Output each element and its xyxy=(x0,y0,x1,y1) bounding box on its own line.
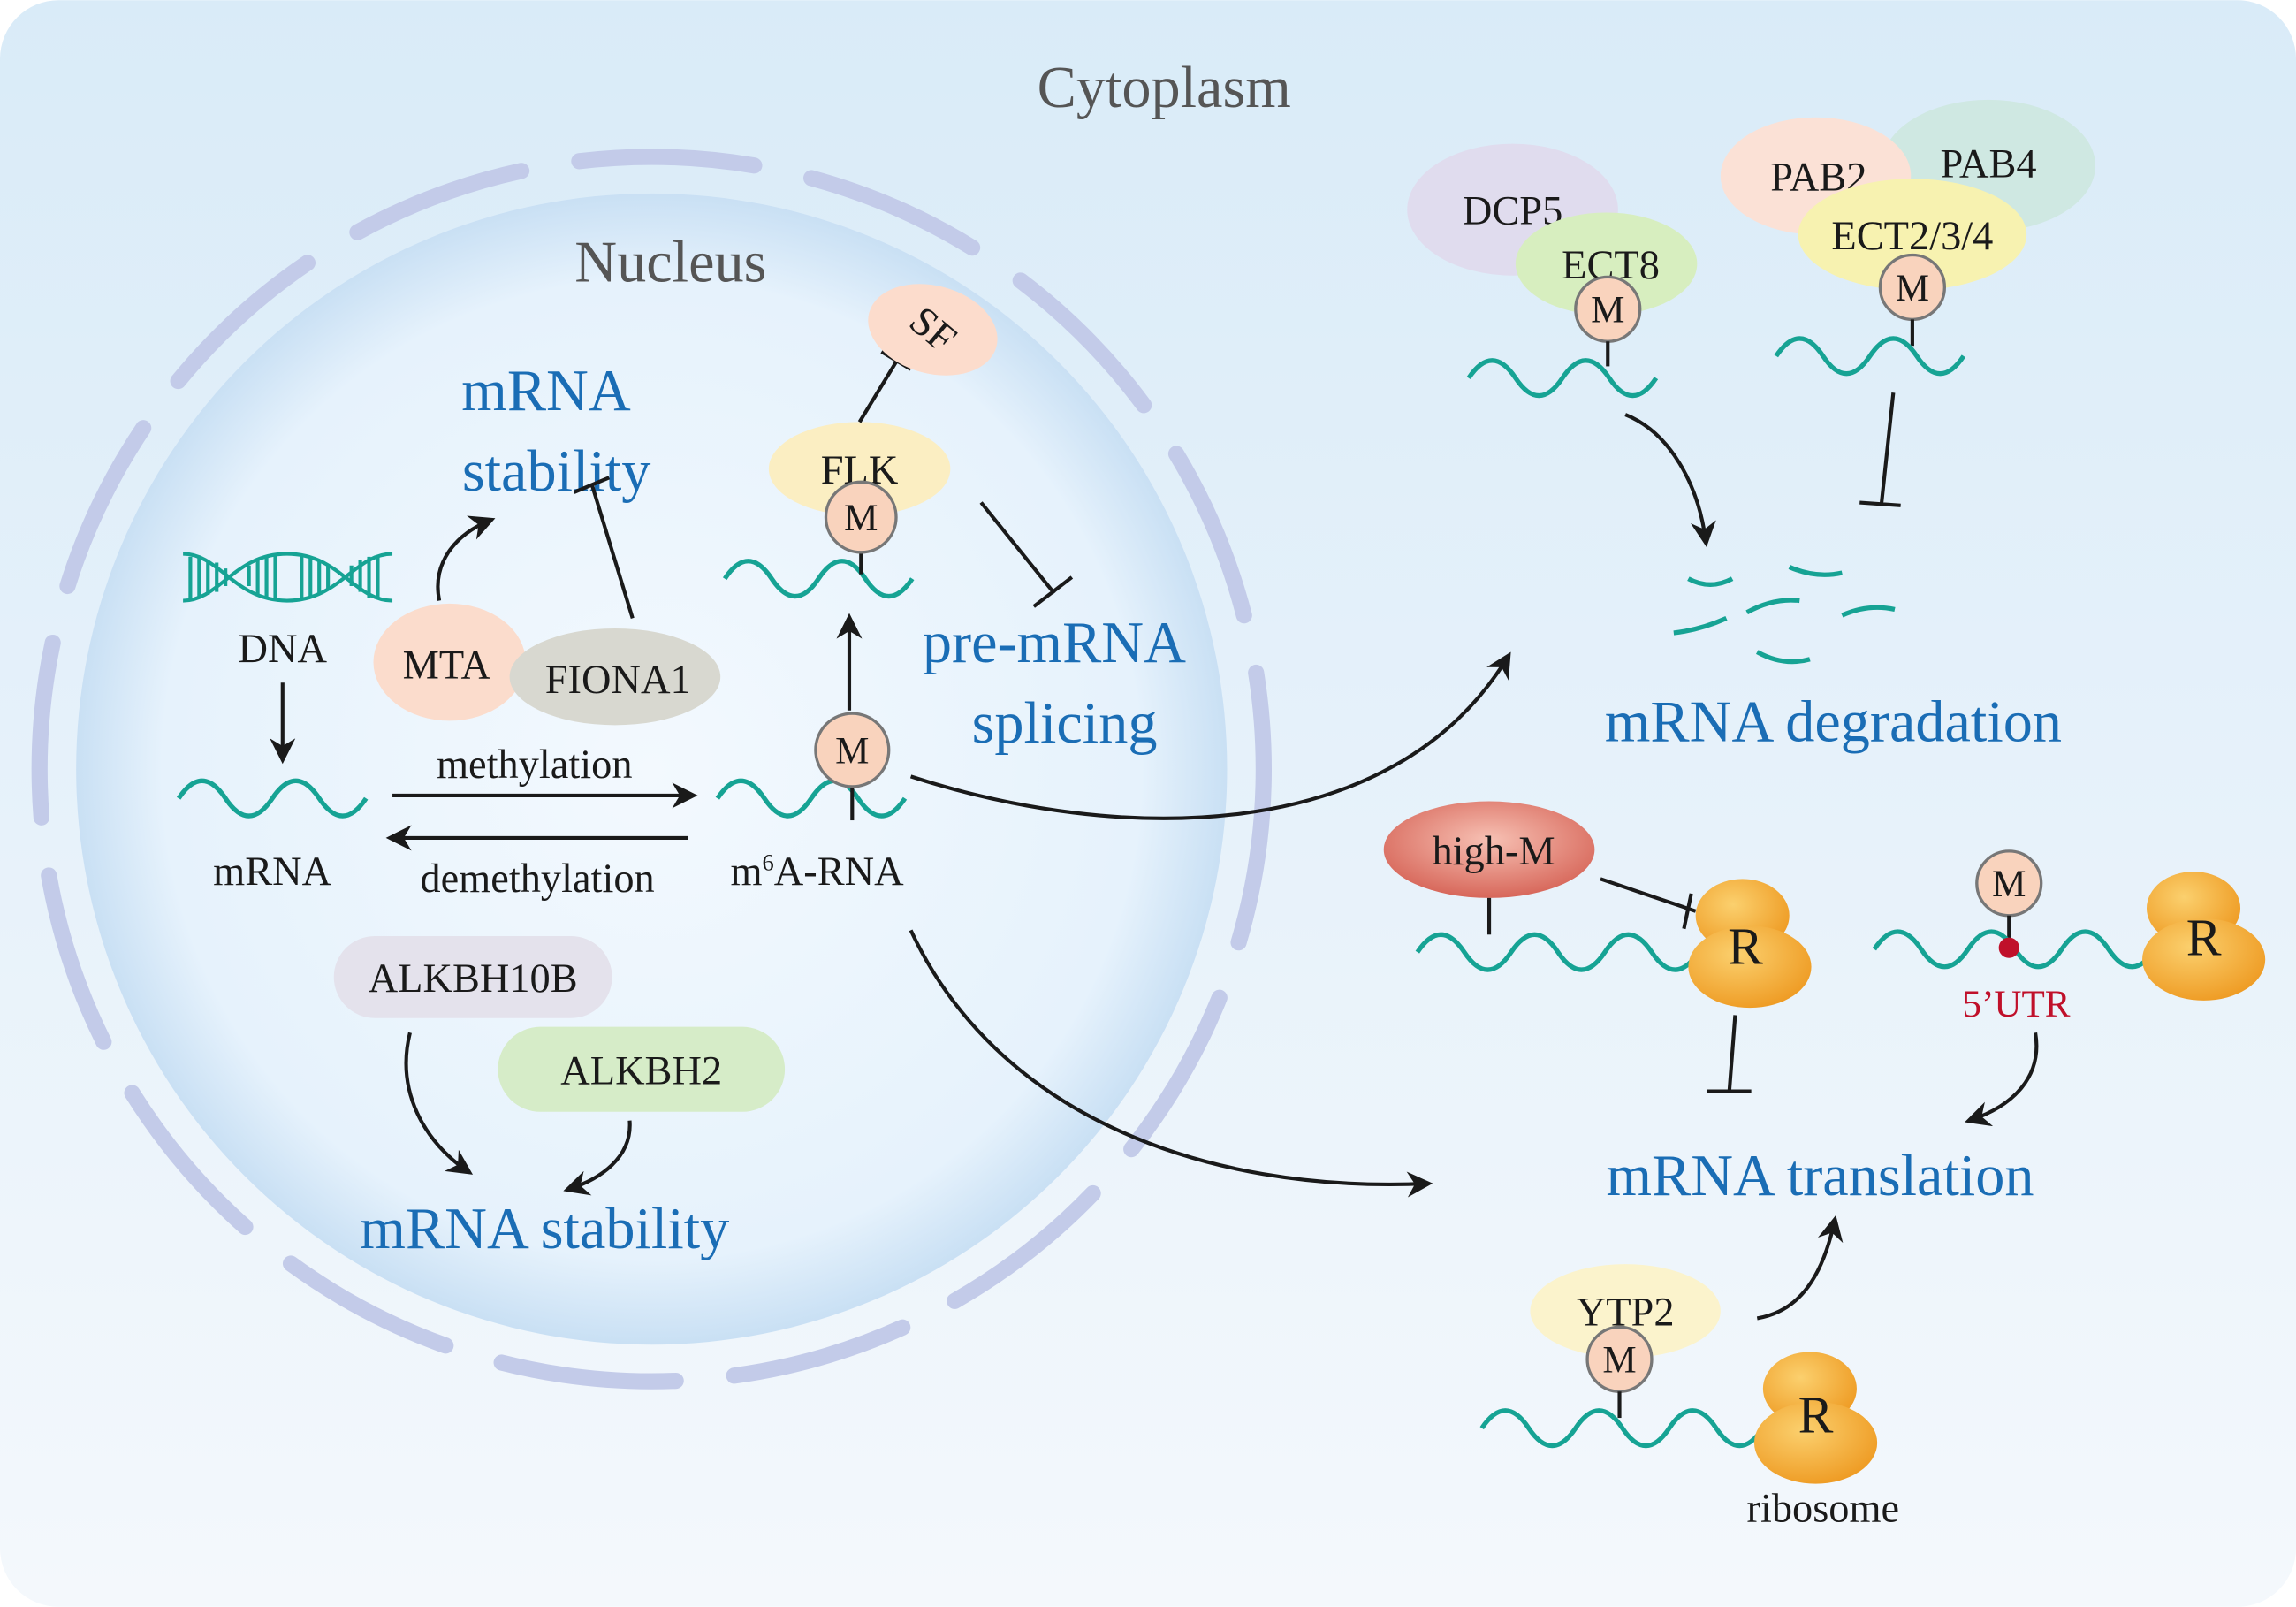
ect234-protein xyxy=(1798,179,2027,291)
high-m-label: high-M xyxy=(1432,829,1555,874)
mrna-stability-top-line1: mRNA xyxy=(461,359,631,423)
high-m-inhibits-ribosome xyxy=(1600,877,1697,930)
ribosome-letter: R xyxy=(1798,1386,1834,1444)
high-m-badge xyxy=(1383,801,1595,898)
to-translation-arrow xyxy=(909,929,1433,1198)
ribosome-inhibit-translation xyxy=(1707,1015,1752,1093)
ytp2-protein xyxy=(1530,1264,1721,1359)
pre-mrna-splicing-line2: splicing xyxy=(972,691,1158,756)
dna-helix-icon xyxy=(183,552,393,603)
nucleus-label: Nucleus xyxy=(574,230,766,294)
demethylation-label: demethylation xyxy=(420,857,654,902)
alkbh10b-arrow xyxy=(404,1032,474,1175)
nuclear-envelope xyxy=(31,149,1273,1390)
flk-rna-wave xyxy=(722,559,915,599)
flk-inhibits-splicing xyxy=(979,501,1074,608)
utr-label: 5’UTR xyxy=(1963,984,2071,1025)
degraded-rna-fragments xyxy=(1673,564,1896,665)
mrna-degradation-label: mRNA degradation xyxy=(1605,690,2062,755)
high-m-rna-wave xyxy=(1415,932,1701,972)
mta-label: MTA xyxy=(403,643,491,688)
ribosome-letter: R xyxy=(1728,917,1763,975)
alkbh10b-label: ALKBH10B xyxy=(369,956,578,1002)
alkbh2-arrow xyxy=(563,1120,632,1196)
ect234-label: ECT2/3/4 xyxy=(1831,214,1993,259)
ect8-mark-label: M xyxy=(1591,290,1624,331)
mrna-stability-bottom: mRNA stability xyxy=(360,1197,729,1261)
ect8-protein xyxy=(1515,212,1698,316)
mta-protein xyxy=(373,603,526,721)
ribosome-letter: R xyxy=(2186,908,2222,966)
mrna-label: mRNA xyxy=(213,849,331,895)
ect234-rna-wave xyxy=(1774,336,1966,377)
flk-protein xyxy=(768,422,951,516)
pre-mrna-splicing-line1: pre-mRNA xyxy=(923,611,1186,675)
m6a-mark xyxy=(814,712,891,788)
mta-promotes-stability-arrow xyxy=(436,515,496,601)
sf-protein xyxy=(868,284,998,376)
to-degradation-arrow xyxy=(909,651,1511,820)
m6a-rna-wave xyxy=(715,778,908,819)
ribosome-icon: R xyxy=(1688,879,1812,1009)
ribosome-icon: R xyxy=(2142,872,2266,1001)
utr-promotes-translation-arrow xyxy=(1965,1032,2039,1127)
m6a-rna-label: m6A-RNA xyxy=(730,849,904,895)
ytp2-mark-label: M xyxy=(1602,1340,1636,1382)
methylation-label: methylation xyxy=(437,743,633,788)
m6a-mark-label: M xyxy=(835,730,869,772)
utr-mark-label: M xyxy=(1992,864,2026,905)
flk-mark xyxy=(824,480,898,554)
ect234-inhibits-degradation xyxy=(1859,392,1901,507)
alkbh2-protein xyxy=(498,1026,786,1112)
ect234-mark-label: M xyxy=(1896,268,1929,309)
ect8-promotes-degradation-arrow xyxy=(1624,413,1716,547)
mrna-wave xyxy=(176,778,369,819)
pab4-label: PAB4 xyxy=(1940,142,2036,187)
flk-mark-label: M xyxy=(844,498,878,539)
alkbh10b-protein xyxy=(333,935,612,1018)
ytp2-promotes-translation-arrow xyxy=(1756,1215,1844,1321)
mrna-stability-top-line2: stability xyxy=(462,439,651,504)
nucleus xyxy=(76,193,1228,1345)
dna-label: DNA xyxy=(239,627,328,672)
fiona1-label: FIONA1 xyxy=(545,658,691,703)
ytp2-rna-wave xyxy=(1479,1408,1766,1449)
mrna-translation-label: mRNA translation xyxy=(1606,1144,2034,1208)
ect8-rna-wave xyxy=(1466,358,1659,399)
ribosome-icon: R xyxy=(1753,1352,1878,1484)
ribosome-label: ribosome xyxy=(1747,1487,1900,1532)
fiona1-protein xyxy=(509,628,721,726)
utr-site-dot xyxy=(1998,937,2019,958)
fiona1-inhibits-stability xyxy=(573,476,635,620)
alkbh2-label: ALKBH2 xyxy=(560,1048,722,1093)
cytoplasm-label: Cytoplasm xyxy=(1038,56,1291,120)
